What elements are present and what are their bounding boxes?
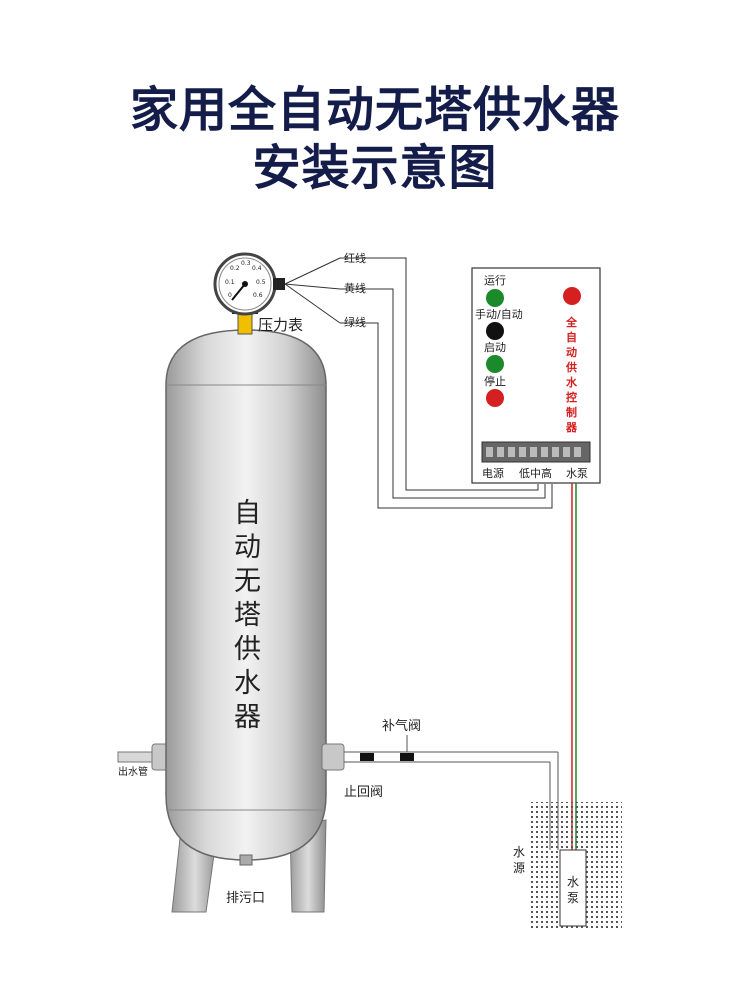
air-valve-label: 补气阀: [382, 718, 421, 734]
water-source-label: 水: [513, 845, 525, 859]
supply-pipe: [344, 751, 559, 850]
svg-text:水: 水: [234, 668, 261, 699]
yellow-wire-label: 黄线: [344, 281, 366, 295]
terminal-pump-label: 水泵: [566, 467, 588, 480]
manual-auto-label: 手动/自动: [475, 307, 523, 321]
start-label: 启动: [484, 341, 506, 354]
start-button: [486, 355, 504, 373]
svg-text:器: 器: [565, 421, 578, 434]
outlet-label: 出水管: [118, 765, 148, 778]
svg-text:供: 供: [565, 360, 577, 374]
check-valve: [360, 753, 374, 761]
svg-text:无: 无: [234, 566, 261, 597]
svg-text:动: 动: [234, 532, 261, 563]
terminal-power-label: 电源: [482, 466, 504, 480]
pressure-gauge: 0.2 0.3 0.4 0.1 0.5 0 0.6: [213, 252, 285, 316]
tank-side-fitting: [321, 743, 345, 771]
gauge-tick: 0.3: [241, 260, 251, 267]
svg-text:控: 控: [566, 390, 577, 404]
controller-box: [471, 267, 601, 484]
pressure-tank: [165, 329, 327, 866]
svg-text:全: 全: [565, 315, 578, 329]
gauge-tick: 0.5: [256, 279, 266, 286]
pump-label: 水: [567, 875, 579, 889]
run-label: 运行: [484, 274, 506, 287]
gauge-tick: 0: [228, 292, 232, 299]
svg-text:塔: 塔: [234, 600, 261, 631]
power-indicator-led: [563, 287, 581, 305]
run-indicator-led: [486, 289, 504, 307]
air-valve: [400, 753, 414, 761]
check-valve-label: 止回阀: [344, 785, 383, 800]
green-wire-label: 绿线: [344, 315, 366, 329]
water-source-label: 源: [513, 861, 525, 875]
submersible-pump: [559, 849, 587, 927]
terminal-levels-label: 低中高: [519, 466, 552, 480]
title-line-2: 安装示意图: [252, 140, 498, 196]
svg-text:自: 自: [566, 330, 577, 344]
svg-text:器: 器: [234, 702, 261, 733]
gauge-label: 压力表: [258, 316, 303, 334]
gauge-wires: [284, 257, 341, 324]
svg-text:供: 供: [234, 634, 261, 665]
svg-text:自: 自: [234, 498, 261, 529]
svg-text:水: 水: [566, 375, 578, 389]
svg-text:制: 制: [566, 405, 577, 419]
stop-label: 停止: [484, 374, 506, 388]
pump-cable: [571, 483, 577, 850]
gauge-tick: 0.1: [225, 279, 235, 286]
gauge-tick: 0.4: [252, 265, 262, 272]
gauge-tick: 0.2: [230, 265, 240, 272]
manual-auto-button: [486, 322, 504, 340]
gauge-tick: 0.6: [253, 292, 263, 299]
signal-wires: [340, 257, 553, 509]
stop-button: [486, 389, 504, 407]
pump-label: 泵: [567, 891, 579, 905]
svg-text:动: 动: [566, 345, 577, 359]
controller-name: 全 自 动 供 水 控 制 器: [565, 315, 578, 434]
drain-label: 排污口: [226, 891, 265, 906]
title-line-1: 家用全自动无塔供水器: [129, 82, 620, 138]
tank-name: 自 动 无 塔 供 水 器: [234, 498, 261, 733]
